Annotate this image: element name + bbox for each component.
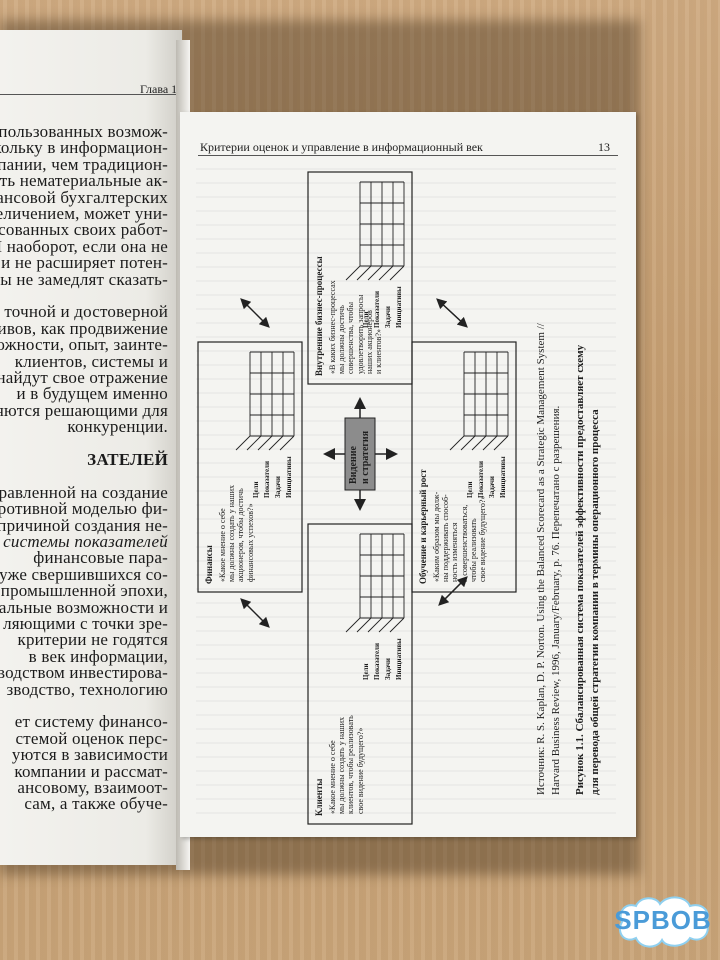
left-text-line: компании и рассмат- xyxy=(14,761,168,781)
left-page-header: Глава 1 xyxy=(140,82,178,96)
left-text-line: учесть нематериальные ак- xyxy=(0,171,168,191)
left-text-line: возможности, опыт, заинте- xyxy=(0,335,168,355)
left-text-line: уже свершившихся со- xyxy=(0,564,168,584)
left-text-line: и в будущем именно xyxy=(16,384,168,404)
left-header-rule xyxy=(0,94,182,95)
column-label: Задачи xyxy=(384,658,392,680)
left-text-line: сам, а также обуче- xyxy=(24,794,168,814)
left-text-line: сованных своих работ- xyxy=(0,220,168,240)
box-title-bottom: Клиенты xyxy=(314,778,324,816)
source-line-1: Источник: R. S. Kaplan, D. P. Norton. Us… xyxy=(535,323,547,795)
left-text-line: зводством инвестирова- xyxy=(0,663,168,683)
left-text-line: поскольку в информацион- xyxy=(0,138,168,158)
left-text-line: в век информации, xyxy=(28,646,168,666)
figure-caption-1: Рисунок 1.1. Сбалансированная система по… xyxy=(574,344,586,795)
left-text-line: И наоборот, если она не xyxy=(0,236,168,256)
column-label: Задачи xyxy=(274,476,282,498)
left-text-line: альные возможности и xyxy=(0,597,168,617)
column-label: Инициативы xyxy=(395,286,403,328)
left-text-line: причиной создания не- xyxy=(0,515,168,535)
left-text-line: финансовой бухгалтерских xyxy=(0,187,168,207)
center-label: Видение и стратегия xyxy=(348,430,371,484)
left-text-line: ой системы показателей xyxy=(0,532,168,551)
figure-caption-2: для перевода общей стратегии компании в … xyxy=(589,409,601,795)
box-title-right: Обучение и карьерный рост xyxy=(418,469,428,584)
left-text-line: найдут свое отражение xyxy=(0,368,168,387)
column-label: Инициативы xyxy=(499,456,507,498)
column-label: Задачи xyxy=(384,306,392,328)
left-text-line: зводство, технологию xyxy=(6,679,168,699)
header-rule xyxy=(198,155,618,156)
column-label: Инициативы xyxy=(285,456,293,498)
left-text-line: ЗАТЕЛЕЙ xyxy=(87,450,168,469)
watermark-text: SPBOB xyxy=(614,905,712,935)
box-right xyxy=(411,341,517,593)
left-text-line: результаты не замедлят сказать- xyxy=(0,269,168,289)
box-top xyxy=(307,171,413,385)
left-text-line: финансовые пара- xyxy=(33,548,168,568)
box-title-left: Финансы xyxy=(204,545,214,584)
column-label: Цели xyxy=(362,663,370,680)
left-text-line: ет систему финансо- xyxy=(14,712,168,732)
right-page: Критерии оценок и управление в информаци… xyxy=(180,112,636,837)
box-question-top: «В каких бизнес-процессах мы должны дост… xyxy=(328,280,383,374)
left-text-line: уются в зависимости xyxy=(11,745,168,765)
column-label: Задачи xyxy=(488,476,496,498)
box-left xyxy=(197,341,303,593)
left-text-line: противной моделью фи- xyxy=(0,499,168,519)
column-label: Показатели xyxy=(263,460,271,498)
left-text-line: клиентов, системы и xyxy=(14,351,168,371)
box-question-right: «Каким образом мы долж- ны поддерживать … xyxy=(432,491,487,582)
column-label: Инициативы xyxy=(395,638,403,680)
box-question-left: «Какое мнение о себе мы должны создать у… xyxy=(218,485,255,582)
box-title-top: Внутренние бизнес-процессы xyxy=(314,256,324,376)
page-number: 13 xyxy=(598,140,610,154)
left-text-line: неиспользованных возмож- xyxy=(0,122,168,141)
left-text-line: конкуренции. xyxy=(67,417,168,437)
left-page: Глава 1 неиспользованных возмож-поскольк… xyxy=(0,30,182,865)
left-text-line: ансовому, взаимоот- xyxy=(17,778,168,797)
box-question-bottom: «Какое мнение о себе мы должны создать у… xyxy=(328,715,365,814)
left-text-line: являются решающими для xyxy=(0,400,168,420)
left-text-line: компании, чем традицион- xyxy=(0,154,168,174)
left-text-line: инвестиции и не расширяет потен- xyxy=(0,253,168,273)
left-text-line: ляющими с точки зре- xyxy=(3,614,168,633)
box-bottom xyxy=(307,523,413,825)
right-page-header: Критерии оценок и управление в информаци… xyxy=(200,140,483,154)
left-text-line: промышленной эпохи, xyxy=(0,581,168,601)
watermark-logo xyxy=(618,896,709,948)
bleed-through-text xyxy=(196,168,616,818)
column-label: Показатели xyxy=(373,642,381,680)
left-text-line: стемой оценок перс- xyxy=(15,728,168,748)
left-text-line: управленной на создание xyxy=(0,482,168,502)
left-text-line: с точной и достоверной xyxy=(0,302,168,322)
source-line-2: Harvard Business Review, 1996, January/F… xyxy=(550,405,562,795)
left-text-line: увеличением, может уни- xyxy=(0,204,168,223)
left-text-line: критерии не годятся xyxy=(17,630,168,650)
left-text-line: активов, как продвижение xyxy=(0,318,168,338)
